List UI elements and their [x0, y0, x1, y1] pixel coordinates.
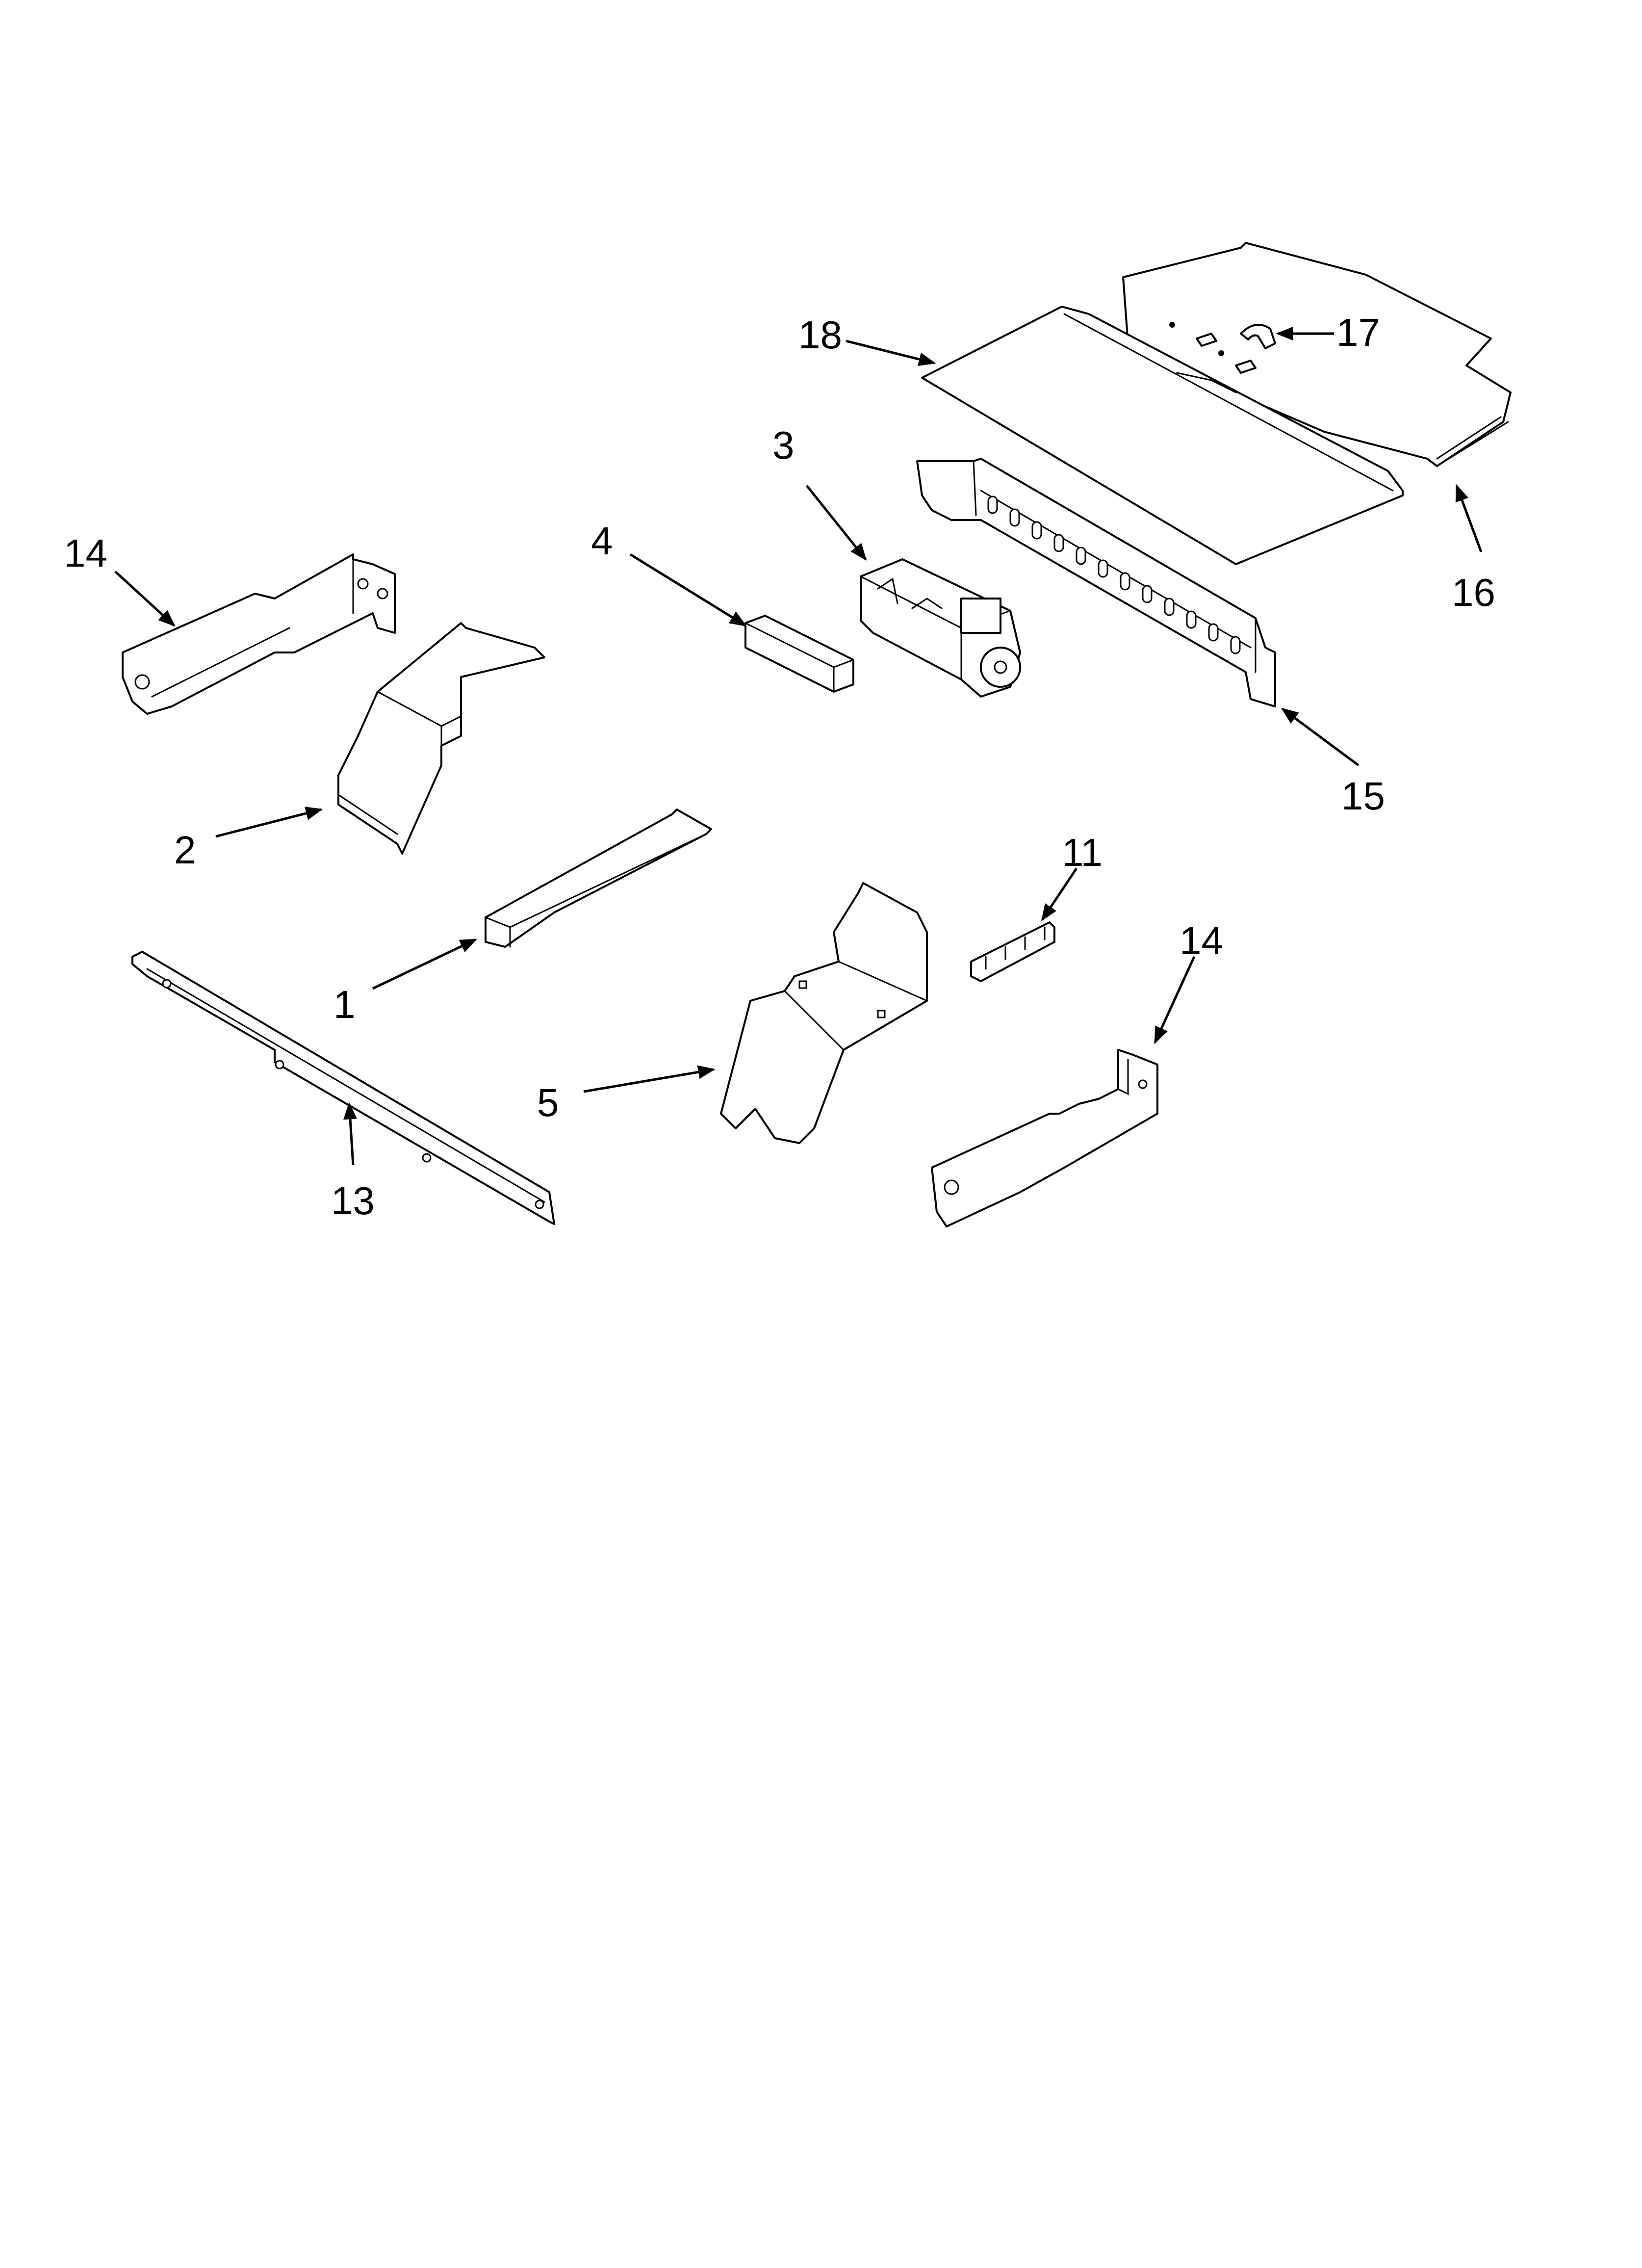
- callout-13: 13: [331, 1179, 375, 1223]
- callout-17: 17: [1336, 311, 1380, 354]
- callout-1: 1: [334, 983, 356, 1026]
- callout-11: 11: [1062, 831, 1103, 874]
- callout-14-right: 14: [1180, 919, 1223, 963]
- leader-4: [629, 553, 747, 627]
- callout-5: 5: [537, 1081, 559, 1124]
- leader-13: [343, 1102, 357, 1166]
- part-1-channel: [485, 808, 712, 948]
- leader-1: [372, 938, 478, 990]
- callout-15: 15: [1341, 774, 1385, 818]
- part-15-rail: [916, 458, 1276, 707]
- part-2-duct: [337, 622, 545, 855]
- leader-3: [806, 485, 867, 561]
- part-5-tray: [720, 882, 928, 1144]
- leader-11: [1041, 867, 1078, 921]
- leader-14-right: [1154, 956, 1196, 1044]
- leader-18: [846, 339, 936, 366]
- part-4-block: [744, 615, 854, 693]
- leader-15: [1281, 707, 1360, 767]
- leader-lines: [114, 327, 1483, 1166]
- callout-18: 18: [798, 313, 842, 357]
- callout-3: 3: [772, 423, 795, 467]
- leader-5: [583, 1065, 716, 1093]
- callout-16: 16: [1452, 571, 1495, 614]
- callout-2: 2: [174, 828, 196, 872]
- leader-14-left: [114, 571, 176, 627]
- part-18-panel: [921, 306, 1404, 565]
- part-14-right-bracket: [931, 1049, 1158, 1227]
- part-17-clip: [1196, 324, 1276, 374]
- part-3-control: [860, 558, 1021, 698]
- leader-2: [215, 807, 323, 838]
- leader-16: [1455, 484, 1483, 552]
- callouts: 18 17 16 3 15 4 14 2 1 13 5 11 14: [64, 311, 1495, 1223]
- rail-slots: [987, 495, 1241, 654]
- callout-14-left: 14: [64, 531, 107, 575]
- part-11-terminal-block: [970, 921, 1055, 982]
- callout-4: 4: [591, 519, 613, 563]
- part-13-rail: [131, 951, 555, 1225]
- part-14-left-bracket: [122, 553, 396, 715]
